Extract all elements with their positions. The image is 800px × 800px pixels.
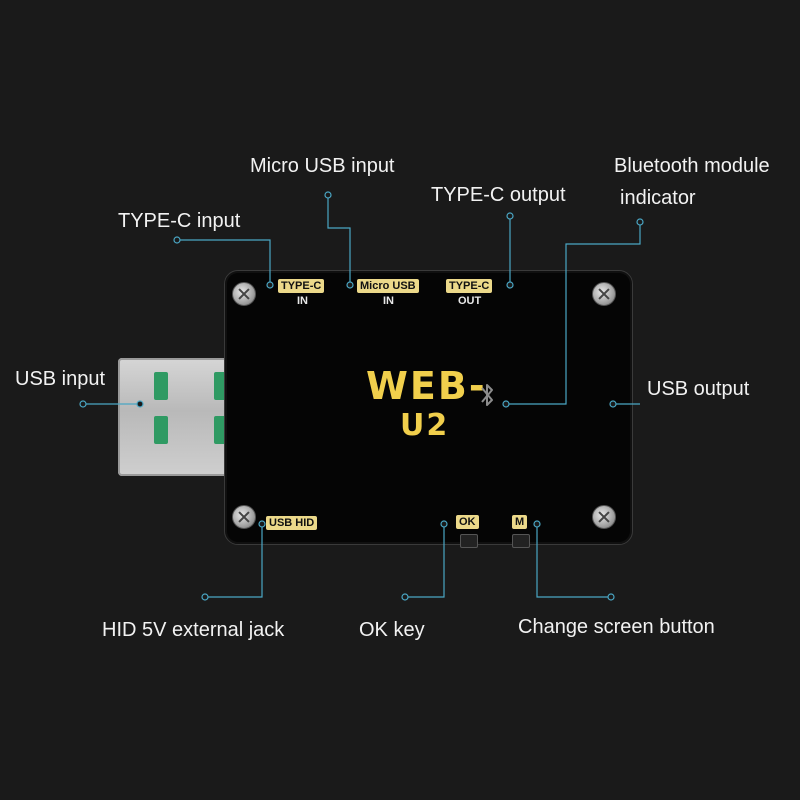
typec-out-tag: TYPE-C — [446, 279, 493, 293]
screw-icon — [592, 282, 616, 306]
screw-icon — [232, 505, 256, 529]
usb-pin — [154, 372, 168, 400]
bluetooth-icon — [481, 384, 493, 406]
callout-typec-input: TYPE-C input — [118, 210, 241, 232]
ok-button[interactable] — [460, 534, 478, 548]
typec-in-tag: TYPE-C — [278, 279, 325, 293]
callout-bluetooth-line2: indicator — [620, 187, 696, 209]
micro-usb-tag: Micro USB — [357, 279, 419, 293]
change-screen-button[interactable] — [512, 534, 530, 548]
callout-usb-input: USB input — [15, 368, 106, 390]
usb-pin — [154, 416, 168, 444]
usb-plug — [118, 358, 236, 476]
typec-out-sub: OUT — [458, 295, 482, 307]
callout-ok-key: OK key — [359, 619, 425, 641]
usb-hid-tag: USB HID — [266, 516, 318, 530]
m-tag: M — [512, 515, 528, 529]
callout-usb-output: USB output — [647, 378, 750, 400]
callout-micro-usb-input: Micro USB input — [250, 155, 395, 177]
callout-typec-output: TYPE-C output — [431, 184, 566, 206]
screw-icon — [592, 505, 616, 529]
brand-line-2: U2 — [400, 408, 450, 443]
callout-hid-jack: HID 5V external jack — [102, 619, 285, 641]
screw-icon — [232, 282, 256, 306]
callout-change-screen: Change screen button — [518, 616, 715, 638]
callout-bluetooth-line1: Bluetooth module — [614, 155, 770, 177]
ok-tag: OK — [456, 515, 479, 529]
typec-in-sub: IN — [297, 295, 308, 307]
brand-line-1: WEB- — [366, 364, 487, 408]
micro-usb-sub: IN — [383, 295, 394, 307]
